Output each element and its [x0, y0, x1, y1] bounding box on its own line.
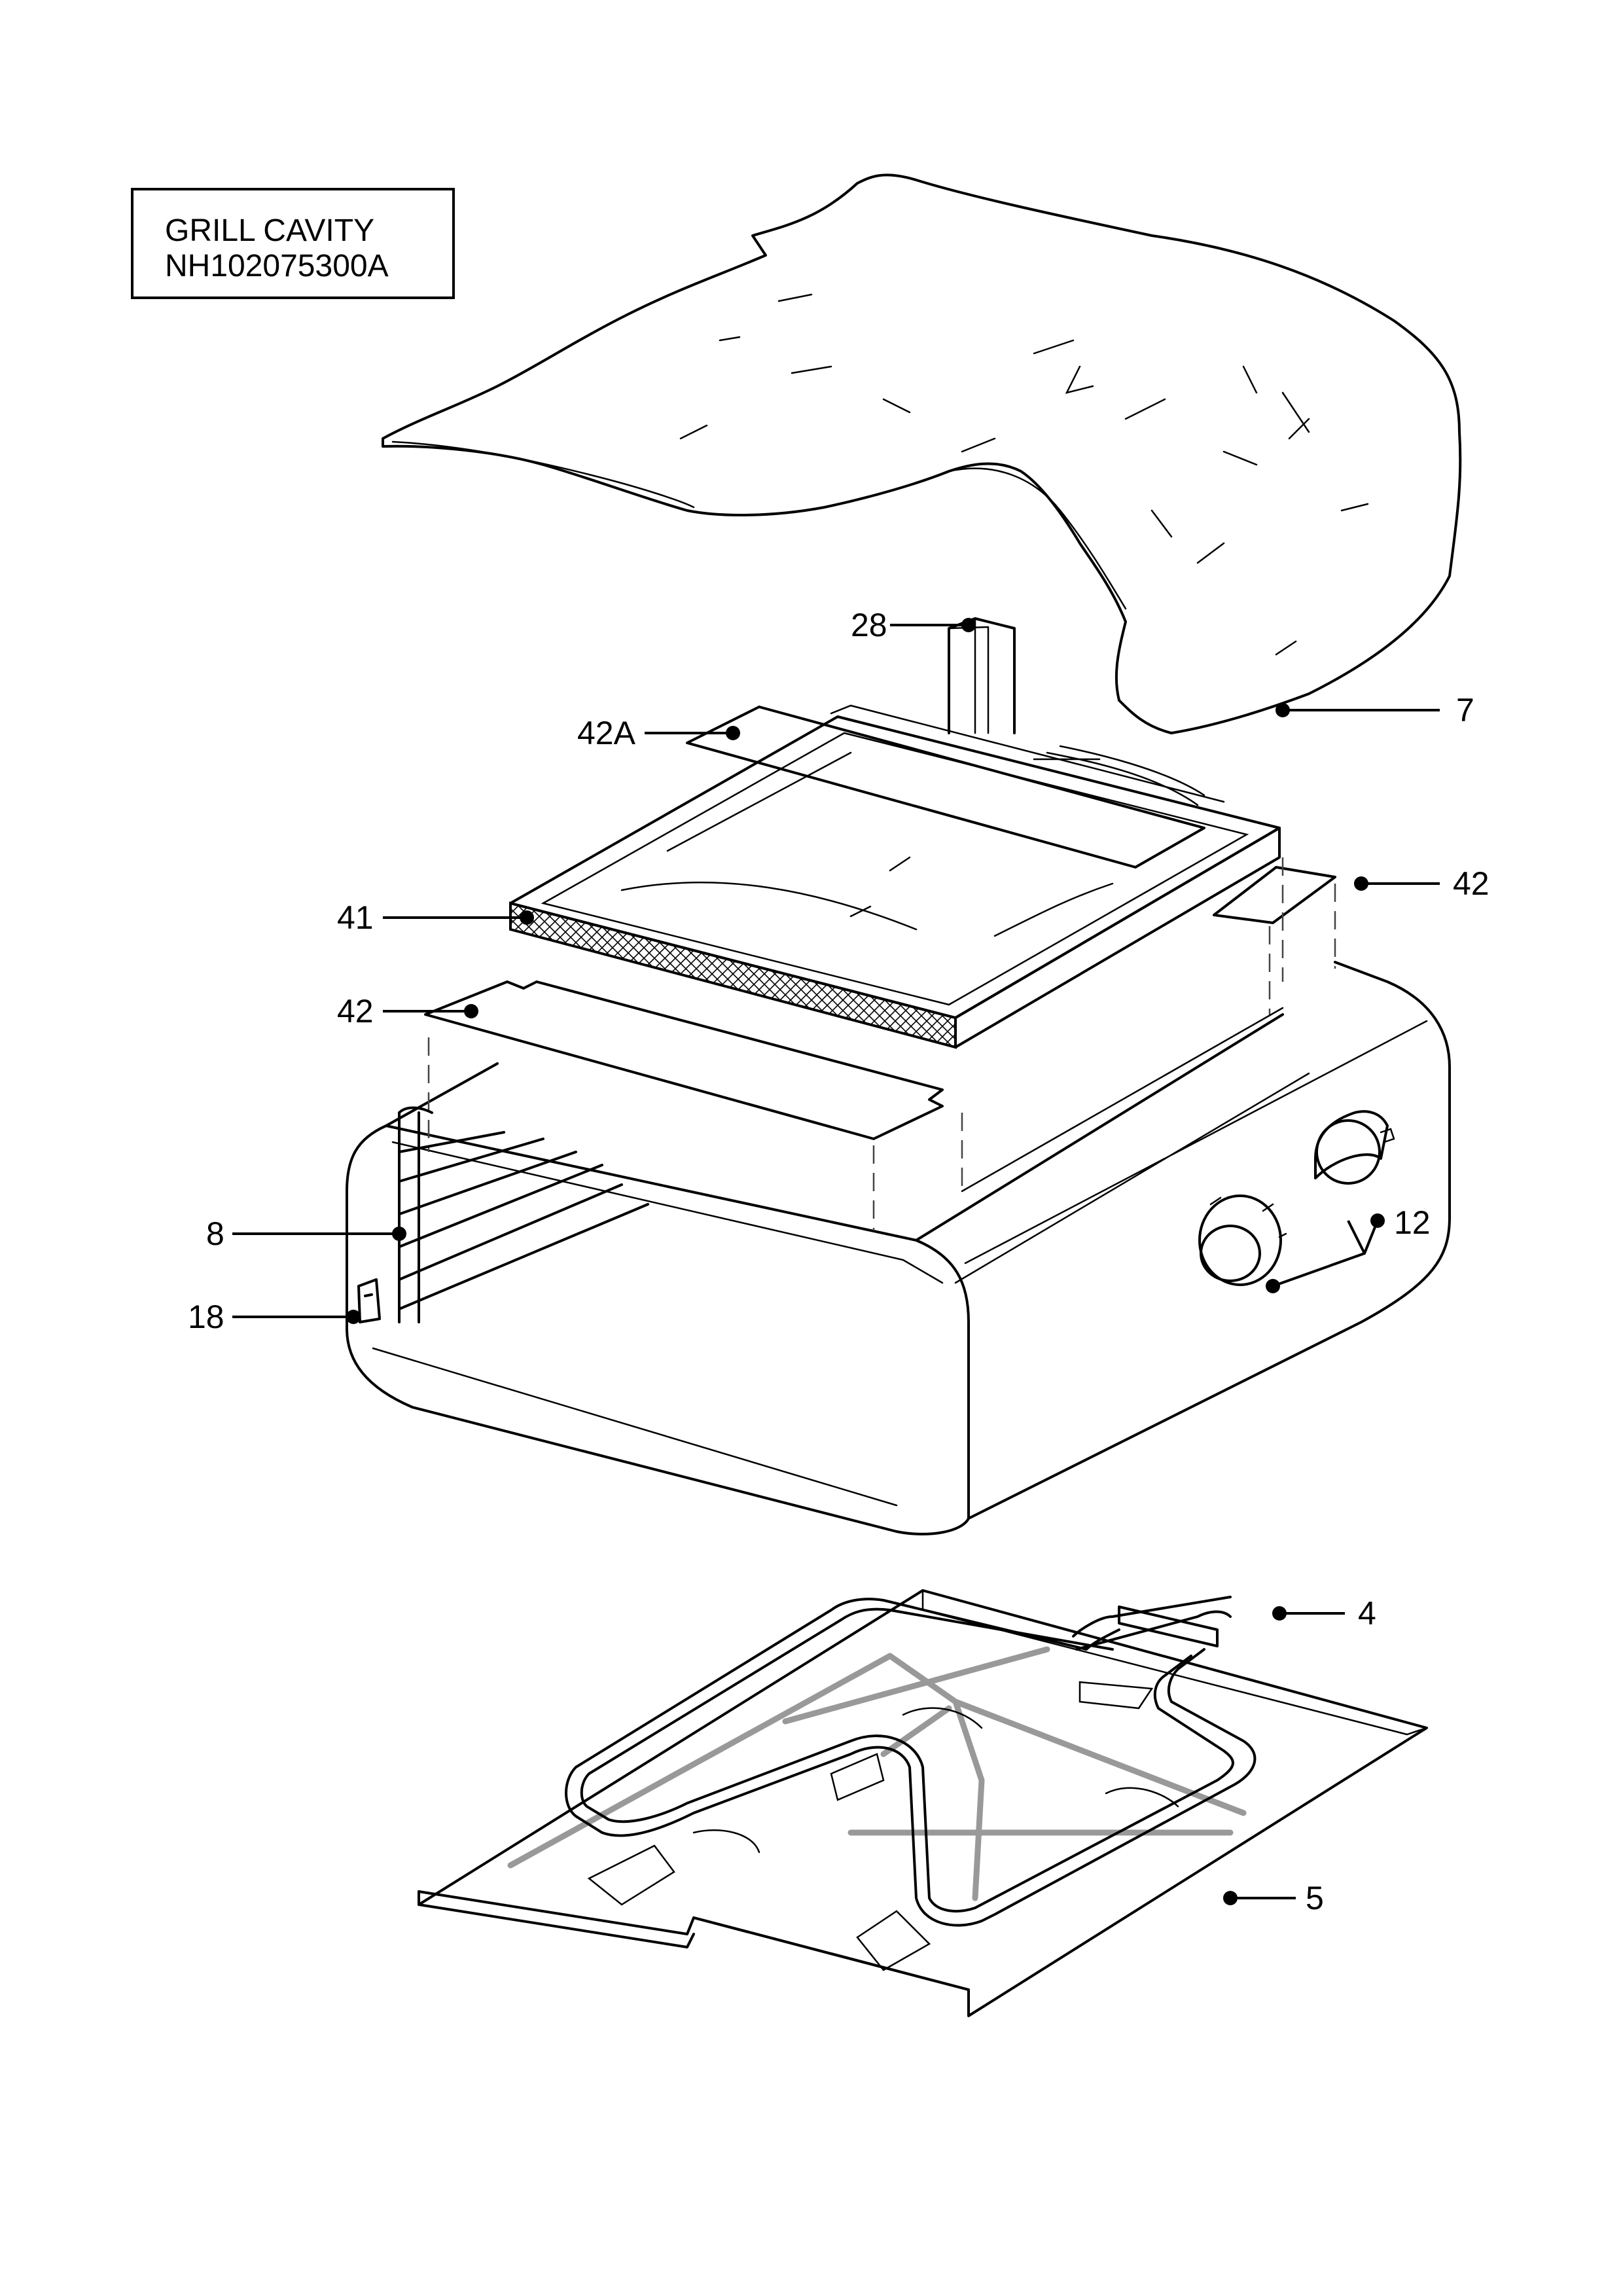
duct: [948, 617, 1016, 734]
front-insulation-strip: [424, 980, 944, 1140]
callout-label-28: 28: [851, 607, 887, 643]
callout-label-7: 7: [1456, 692, 1474, 728]
callout-41: 41: [337, 899, 534, 936]
title-box: GRILL CAVITY NH102075300A: [131, 188, 455, 299]
callout-5: 5: [1223, 1880, 1324, 1916]
callout-12: 12: [1266, 1204, 1431, 1293]
callout-label-12: 12: [1394, 1204, 1431, 1241]
grill-element: [565, 1596, 1257, 1927]
callout-18: 18: [188, 1299, 361, 1335]
callout-4: 4: [1272, 1595, 1376, 1632]
callout-42A: 42A: [577, 715, 740, 751]
callout-label-4: 4: [1358, 1595, 1376, 1632]
base-plate: [418, 1589, 1428, 2017]
lamp-assembly: [1198, 1110, 1395, 1286]
callout-label-42A: 42A: [577, 715, 636, 751]
callout-label-42-right: 42: [1453, 865, 1489, 902]
callout-8: 8: [206, 1215, 406, 1252]
side-insulation-strip: [1213, 866, 1336, 924]
rack-clip: [357, 1278, 381, 1323]
callout-42-left: 42: [337, 993, 478, 1030]
insulation-blanket: [382, 173, 1462, 734]
top-insulation-strip: [686, 704, 1225, 869]
callout-28: 28: [851, 607, 976, 643]
cavity-body: [346, 857, 1451, 1535]
callout-label-42-left: 42: [337, 993, 374, 1030]
callout-label-41: 41: [337, 899, 374, 936]
diagram-title: GRILL CAVITY: [165, 213, 375, 248]
callout-label-18: 18: [188, 1299, 224, 1335]
insulation-pad: [509, 715, 1281, 1049]
shelf-support-rack: [398, 1106, 649, 1323]
callout-42-right: 42: [1354, 865, 1489, 902]
part-number: NH102075300A: [165, 249, 389, 283]
callout-label-5: 5: [1306, 1880, 1324, 1916]
callout-label-8: 8: [206, 1215, 224, 1252]
callout-7: 7: [1275, 692, 1474, 728]
